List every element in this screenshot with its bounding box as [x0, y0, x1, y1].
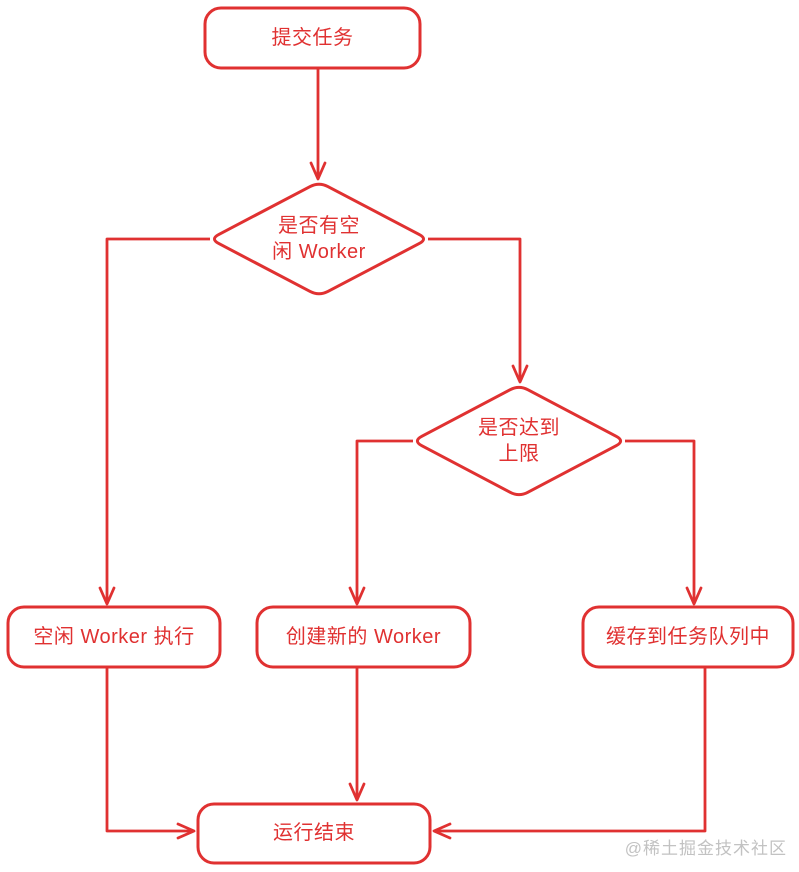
node-shape-idle-worker-check	[212, 182, 426, 296]
arrowhead-idle-worker-exec	[98, 586, 116, 606]
arrowhead-limit-check	[511, 364, 529, 384]
edge-limit-check-to-create-worker	[355, 439, 413, 604]
node-shape-limit-check	[415, 385, 623, 497]
arrowhead-idle-worker-check	[309, 161, 327, 181]
arrowhead-create-worker	[348, 586, 366, 606]
edge-limit-check-to-cache-task-queue	[625, 439, 696, 604]
edge-idle-worker-check-to-limit-check	[428, 237, 522, 382]
node-shape-submit-task	[203, 6, 422, 70]
arrowhead-run-end	[432, 822, 452, 840]
arrowhead-run-end	[176, 822, 196, 840]
edge-idle-worker-check-to-idle-worker-exec	[105, 237, 210, 604]
node-shape-idle-worker-exec	[6, 605, 222, 669]
node-shape-run-end	[196, 802, 432, 865]
arrowhead-run-end	[348, 782, 366, 802]
arrowhead-cache-task-queue	[685, 586, 703, 606]
watermark: @稀土掘金技术社区	[624, 839, 787, 858]
edge-idle-worker-exec-to-run-end	[105, 667, 194, 833]
node-shape-cache-task-queue	[581, 605, 795, 669]
node-shape-create-worker	[255, 605, 472, 669]
edge-cache-task-queue-to-run-end	[434, 667, 707, 833]
